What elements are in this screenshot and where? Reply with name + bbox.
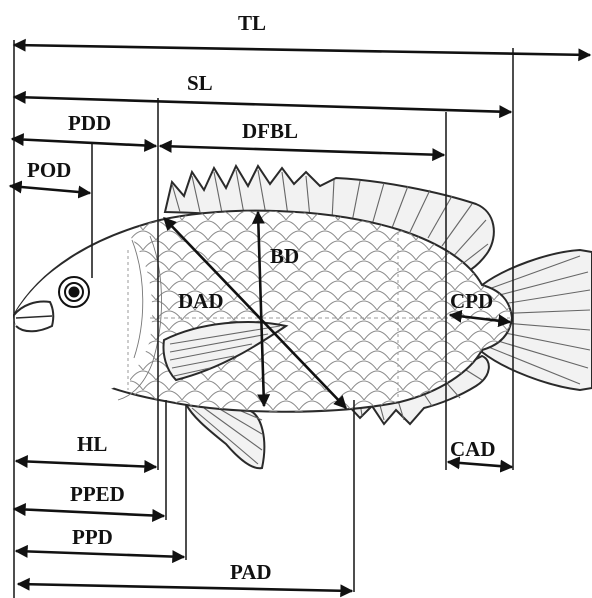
label-tl: TL [238, 11, 266, 35]
label-cpd: CPD [450, 289, 493, 313]
label-dfbl: DFBL [242, 119, 298, 143]
pod-arrow [8, 180, 92, 199]
label-ppd: PPD [72, 525, 113, 549]
measurement-arrows [8, 38, 592, 598]
label-hl: HL [77, 432, 107, 456]
tl-arrow [12, 38, 592, 62]
label-sl: SL [187, 71, 213, 95]
label-pod: POD [27, 158, 71, 182]
measurement-labels: TL SL PDD DFBL POD BD DAD CPD HL CAD PPE… [27, 11, 496, 584]
label-pped: PPED [70, 482, 125, 506]
label-dad: DAD [178, 289, 224, 313]
pelvic-fin [184, 402, 266, 470]
cad-arrow [446, 456, 514, 473]
label-pdd: PDD [68, 111, 111, 135]
hl-arrow [14, 455, 158, 473]
pped-arrow [12, 503, 166, 522]
sl-arrow [12, 90, 513, 119]
pdd-arrow [10, 133, 158, 152]
dfbl-arrow [158, 139, 446, 162]
cpd-arrow [448, 309, 512, 328]
pad-arrow [16, 577, 354, 598]
label-bd: BD [270, 244, 299, 268]
label-cad: CAD [450, 437, 496, 461]
label-pad: PAD [230, 560, 272, 584]
reference-lines [13, 40, 514, 598]
fish-illustration [12, 163, 592, 470]
dad-arrow [163, 217, 347, 409]
ppd-arrow [14, 544, 186, 564]
